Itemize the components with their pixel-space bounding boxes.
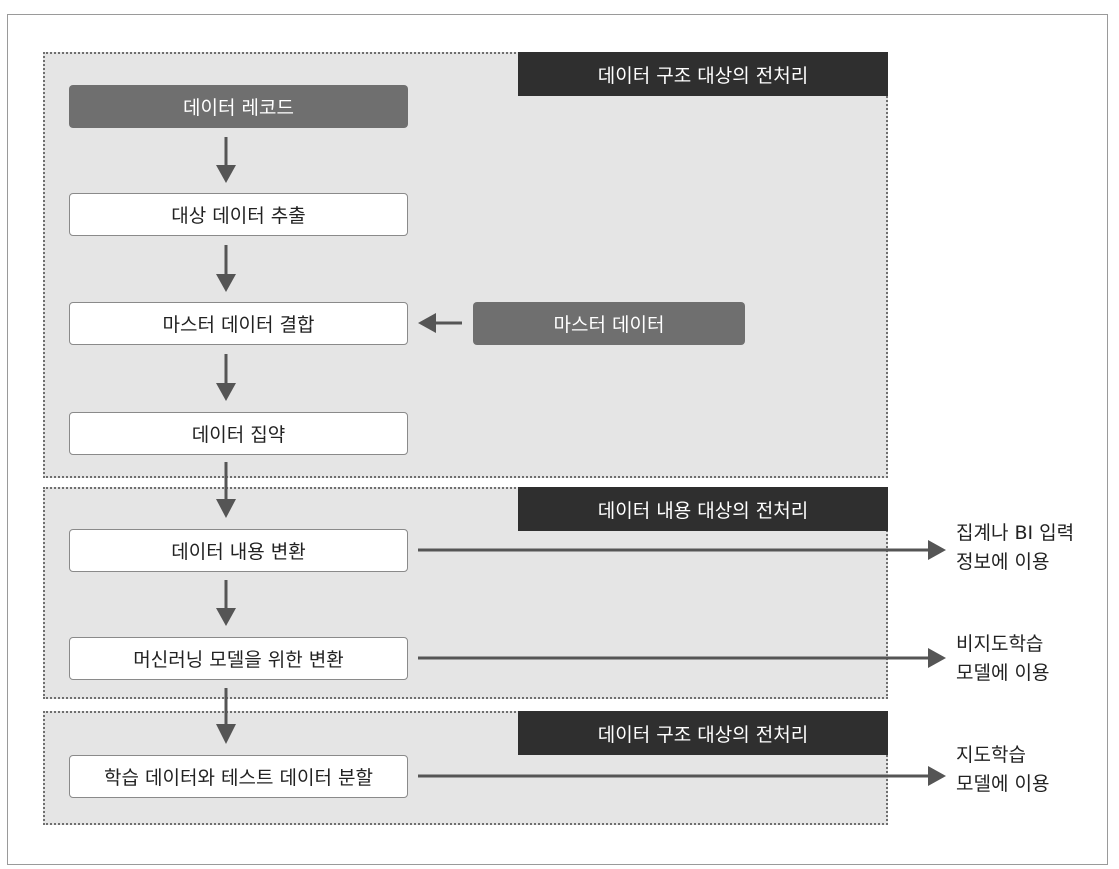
section-label: 데이터 내용 대상의 전처리 (518, 487, 888, 531)
output-bi: 집계나 BI 입력 정보에 이용 (956, 519, 1074, 577)
ml-transform-box: 머신러닝 모델을 위한 변환 (69, 637, 408, 680)
master-join-box: 마스터 데이터 결합 (69, 302, 408, 345)
section-label: 데이터 구조 대상의 전처리 (518, 711, 888, 755)
data-record-box: 데이터 레코드 (69, 85, 408, 128)
output-line: 지도학습 (956, 744, 1026, 766)
output-unsupervised: 비지도학습 모델에 이용 (956, 630, 1049, 688)
output-line: 모델에 이용 (956, 662, 1050, 684)
master-data-box: 마스터 데이터 (473, 302, 745, 345)
output-supervised: 지도학습 모델에 이용 (956, 741, 1049, 799)
output-line: 정보에 이용 (956, 551, 1050, 573)
split-box: 학습 데이터와 테스트 데이터 분할 (69, 755, 408, 798)
section-content-preprocessing: 데이터 내용 대상의 전처리 (43, 487, 888, 699)
aggregate-box: 데이터 집약 (69, 412, 408, 455)
section-label: 데이터 구조 대상의 전처리 (518, 52, 888, 96)
output-line: 집계나 BI 입력 (956, 522, 1075, 544)
content-transform-box: 데이터 내용 변환 (69, 529, 408, 572)
output-line: 비지도학습 (956, 633, 1044, 655)
output-line: 모델에 이용 (956, 773, 1050, 795)
extract-box: 대상 데이터 추출 (69, 193, 408, 236)
